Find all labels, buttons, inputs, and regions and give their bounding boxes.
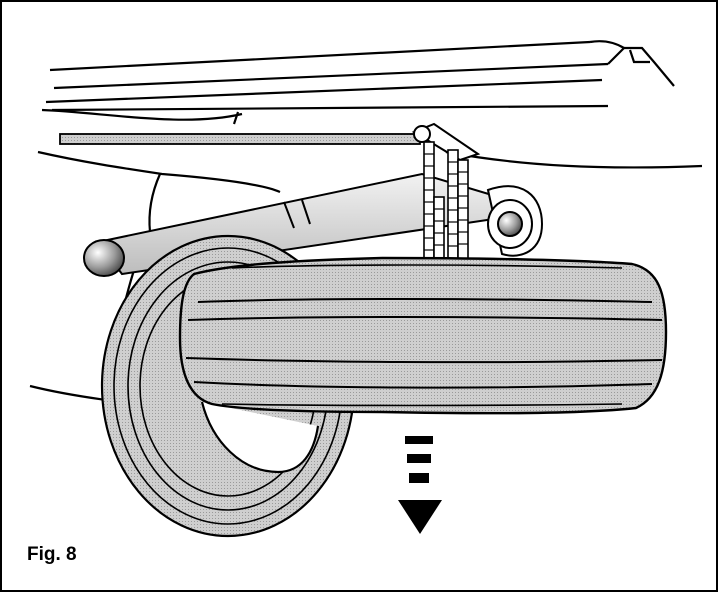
winch-chains: [423, 141, 469, 261]
cross-rod: [59, 133, 421, 145]
figure-caption: Fig. 8: [27, 544, 77, 565]
mounting-eye: [486, 185, 544, 257]
spare-wheel: [178, 256, 668, 415]
down-arrow-icon: [398, 436, 442, 534]
underbody-rails: [41, 40, 675, 125]
winch-bracket: [411, 122, 481, 162]
